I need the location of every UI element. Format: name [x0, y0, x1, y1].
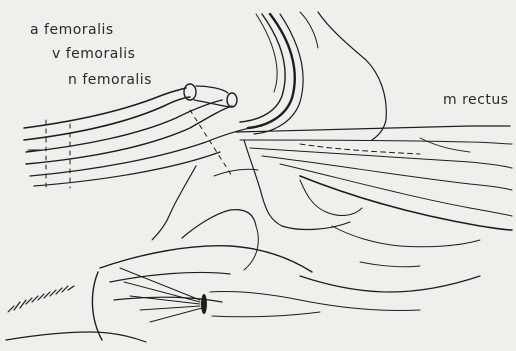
- label-rectus-muscle: m rectus: [443, 92, 509, 108]
- lower-structures: [6, 246, 480, 342]
- vein-cut-end: [227, 93, 237, 107]
- rectus-muscle: [236, 126, 512, 230]
- retractor: [240, 12, 386, 140]
- cut-vessel-lower: [201, 294, 207, 314]
- label-nerve: n femoralis: [68, 72, 152, 88]
- femoral-vessels: [24, 84, 262, 190]
- label-artery: a femoralis: [30, 22, 114, 38]
- label-vein: v femoralis: [52, 46, 135, 62]
